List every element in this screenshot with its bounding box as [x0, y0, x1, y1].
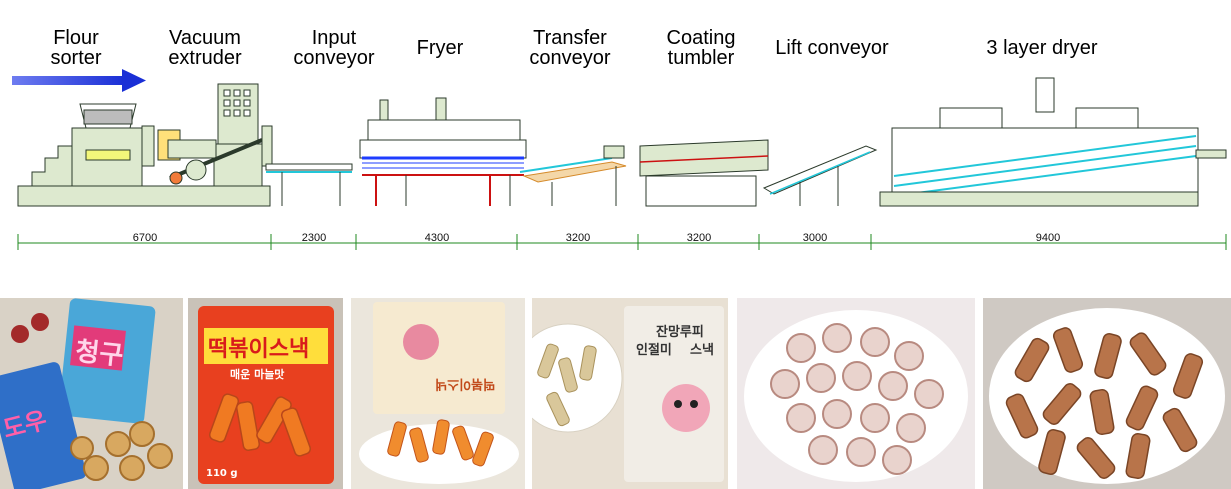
- product-photo-5: [737, 298, 975, 489]
- length-lift-conveyor: 3000: [803, 232, 827, 244]
- length-flour-sorter: 6700: [133, 232, 157, 244]
- package-text: 잔망루피: [656, 324, 704, 340]
- length-fryer: 4300: [425, 232, 449, 244]
- fryer-machine: [359, 97, 527, 206]
- product-photo-3: 떡볶이스낵: [351, 298, 525, 489]
- process-line-diagram: 6700 2300 4300 3200 3200 3000 9400 Flour…: [12, 27, 1227, 250]
- equipment-drawing: 6700 2300 4300 3200 3200 3000 9400: [12, 69, 1227, 250]
- package-text: 매운 마늘맛: [230, 367, 284, 381]
- label-transfer-conveyor: Transfer conveyor: [529, 27, 611, 69]
- package-text: 스낵: [690, 342, 714, 358]
- label-coating-tumbler: Coating tumbler: [666, 27, 736, 69]
- package-text: 떡볶이스낵: [208, 337, 309, 362]
- package-text: 떡볶이스낵: [435, 376, 495, 392]
- package-text: 110 g: [206, 468, 238, 479]
- length-input-conveyor: 2300: [302, 232, 326, 244]
- coating-tumbler-machine: [639, 139, 769, 207]
- length-coating-tumbler: 3200: [687, 232, 711, 244]
- label-lift-conveyor: Lift conveyor: [775, 37, 889, 59]
- product-photo-6: [983, 298, 1231, 489]
- vacuum-extruder-machine: [167, 83, 273, 187]
- lift-conveyor-machine: [762, 145, 878, 206]
- label-flour-sorter: Flour sorter: [50, 27, 102, 69]
- length-three-layer-dryer: 9400: [1036, 232, 1060, 244]
- flow-arrow-icon: [12, 69, 146, 92]
- product-photo-2: 떡볶이스낵 매운 마늘맛 110 g: [188, 298, 343, 489]
- label-input-conveyor: Input conveyor: [293, 27, 375, 69]
- label-vacuum-extruder: Vacuum extruder: [168, 27, 242, 69]
- package-text: 청구: [74, 337, 125, 372]
- length-transfer-conveyor: 3200: [566, 232, 590, 244]
- dimension-line: [17, 234, 1227, 250]
- three-layer-dryer-machine: [879, 77, 1227, 207]
- product-photo-4: 잔망루피 인절미 스낵: [532, 298, 728, 489]
- input-conveyor-machine: [265, 163, 353, 206]
- label-three-layer-dryer: 3 layer dryer: [986, 37, 1098, 59]
- label-fryer: Fryer: [416, 37, 464, 59]
- transfer-conveyor-machine: [519, 145, 627, 206]
- package-text: 인절미: [636, 342, 672, 358]
- product-photo-1: 청구 도우: [0, 298, 183, 489]
